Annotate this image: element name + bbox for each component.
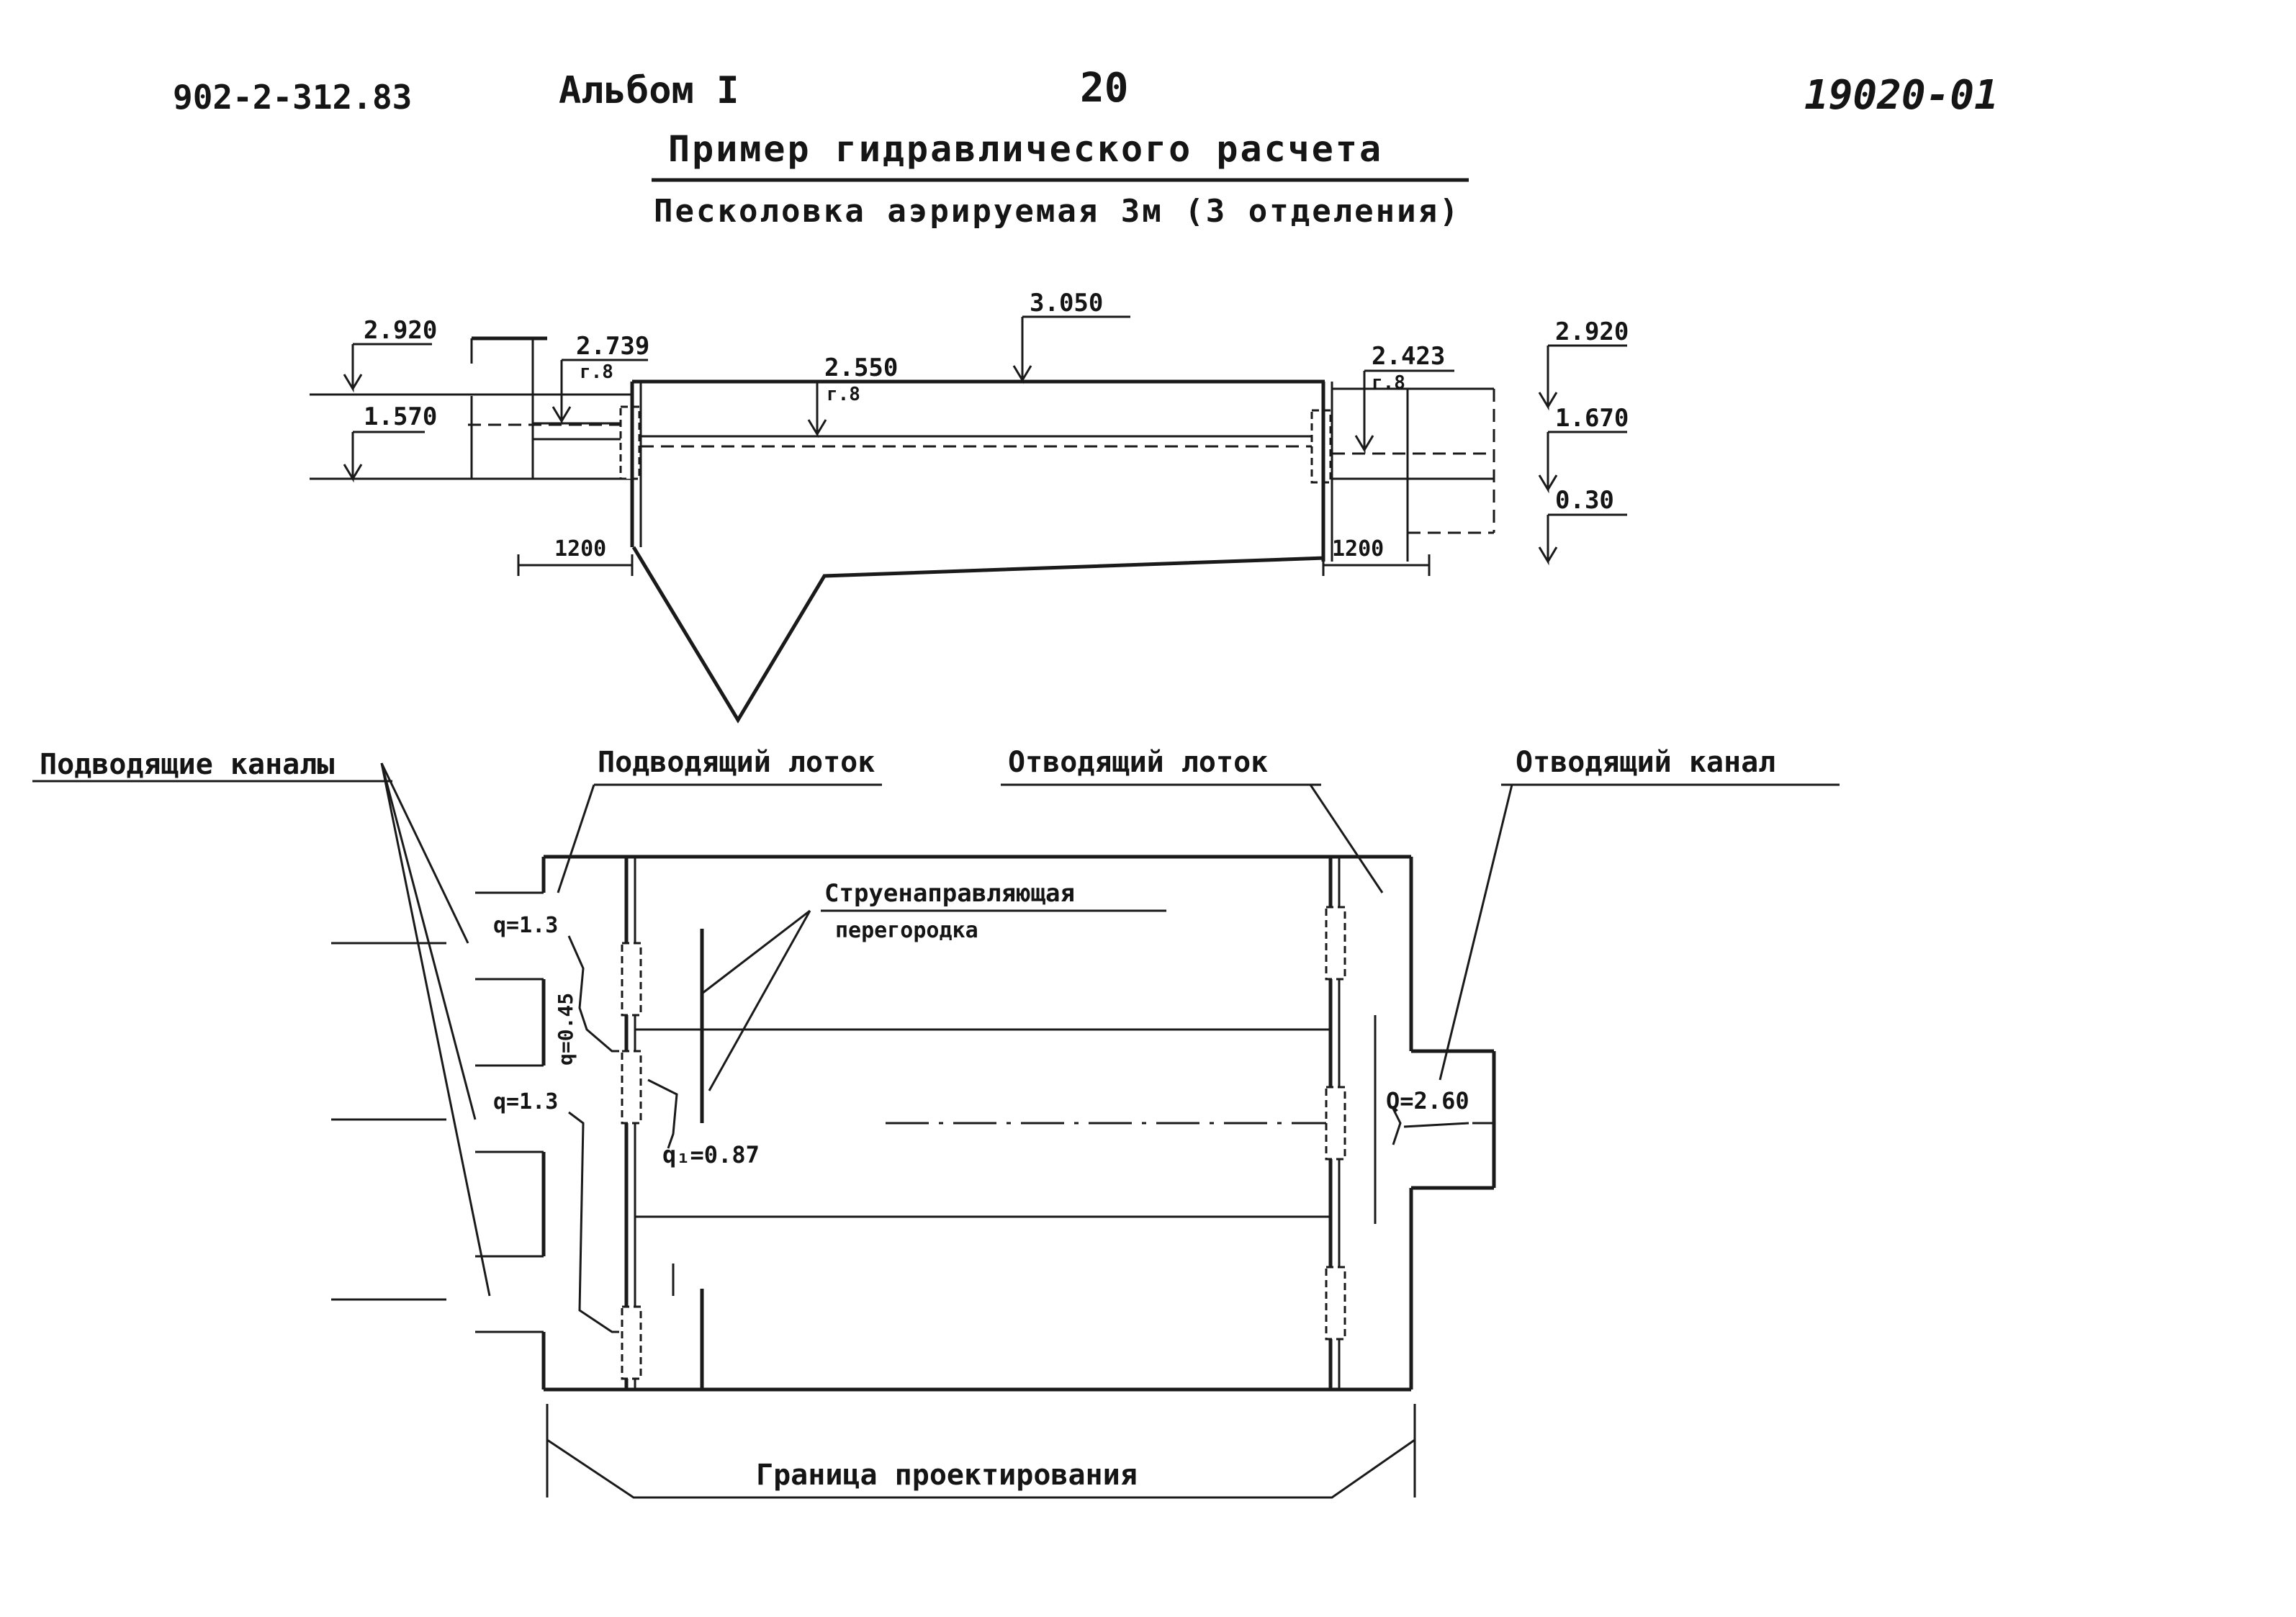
flow-inlet-mid: q=1.3 xyxy=(493,1089,558,1114)
slope-outlet: г.8 xyxy=(1372,372,1405,394)
label-outlet-channel: Отводящий канал xyxy=(1516,746,1775,779)
album-label: Альбом I xyxy=(559,69,739,112)
label-baffle-line1: Струенаправляющая xyxy=(824,879,1075,908)
mark-outlet-level: 2.423 xyxy=(1372,342,1445,371)
plan-view xyxy=(32,762,1840,1499)
width-inlet-tray: 1200 xyxy=(554,536,606,562)
sheet-number: 20 xyxy=(1080,65,1129,112)
mark-basin-top: 3.050 xyxy=(1030,289,1103,317)
mark-outlet-bottom: 0.30 xyxy=(1555,486,1614,515)
label-inlet-channels: Подводящие каналы xyxy=(40,748,334,781)
mark-outlet-top: 2.920 xyxy=(1555,317,1629,346)
flow-section: q₁=0.87 xyxy=(662,1141,760,1168)
longitudinal-profile xyxy=(310,315,1627,724)
mark-basin-level: 2.550 xyxy=(824,353,898,382)
label-outlet-tray: Отводящий лоток xyxy=(1008,746,1268,779)
flow-outlet: Q=2.60 xyxy=(1386,1087,1469,1114)
document-number: 19020-01 xyxy=(1804,72,1999,119)
drawing-subtitle: Песколовка аэрируемая 3м (3 отделения) xyxy=(654,193,1461,230)
label-baffle-line2: перегородка xyxy=(835,918,978,943)
mark-inlet-channel: 2.739 xyxy=(576,332,649,361)
drawing-title: Пример гидравлического расчета xyxy=(668,128,1384,170)
flow-inlet-top: q=1.3 xyxy=(493,913,558,938)
slope-inlet: г.8 xyxy=(580,361,613,383)
width-outlet-tray: 1200 xyxy=(1332,536,1384,562)
flow-tray: q=0.45 xyxy=(554,993,577,1066)
label-inlet-tray: Подводящий лоток xyxy=(598,746,875,779)
label-design-boundary: Граница проектирования xyxy=(756,1459,1138,1492)
mark-inlet-top: 2.920 xyxy=(364,316,437,345)
mark-outlet-mid: 1.670 xyxy=(1555,404,1629,433)
mark-inlet-bottom: 1.570 xyxy=(364,402,437,431)
project-code: 902-2-312.83 xyxy=(173,78,413,117)
slope-basin: г.8 xyxy=(827,384,860,405)
